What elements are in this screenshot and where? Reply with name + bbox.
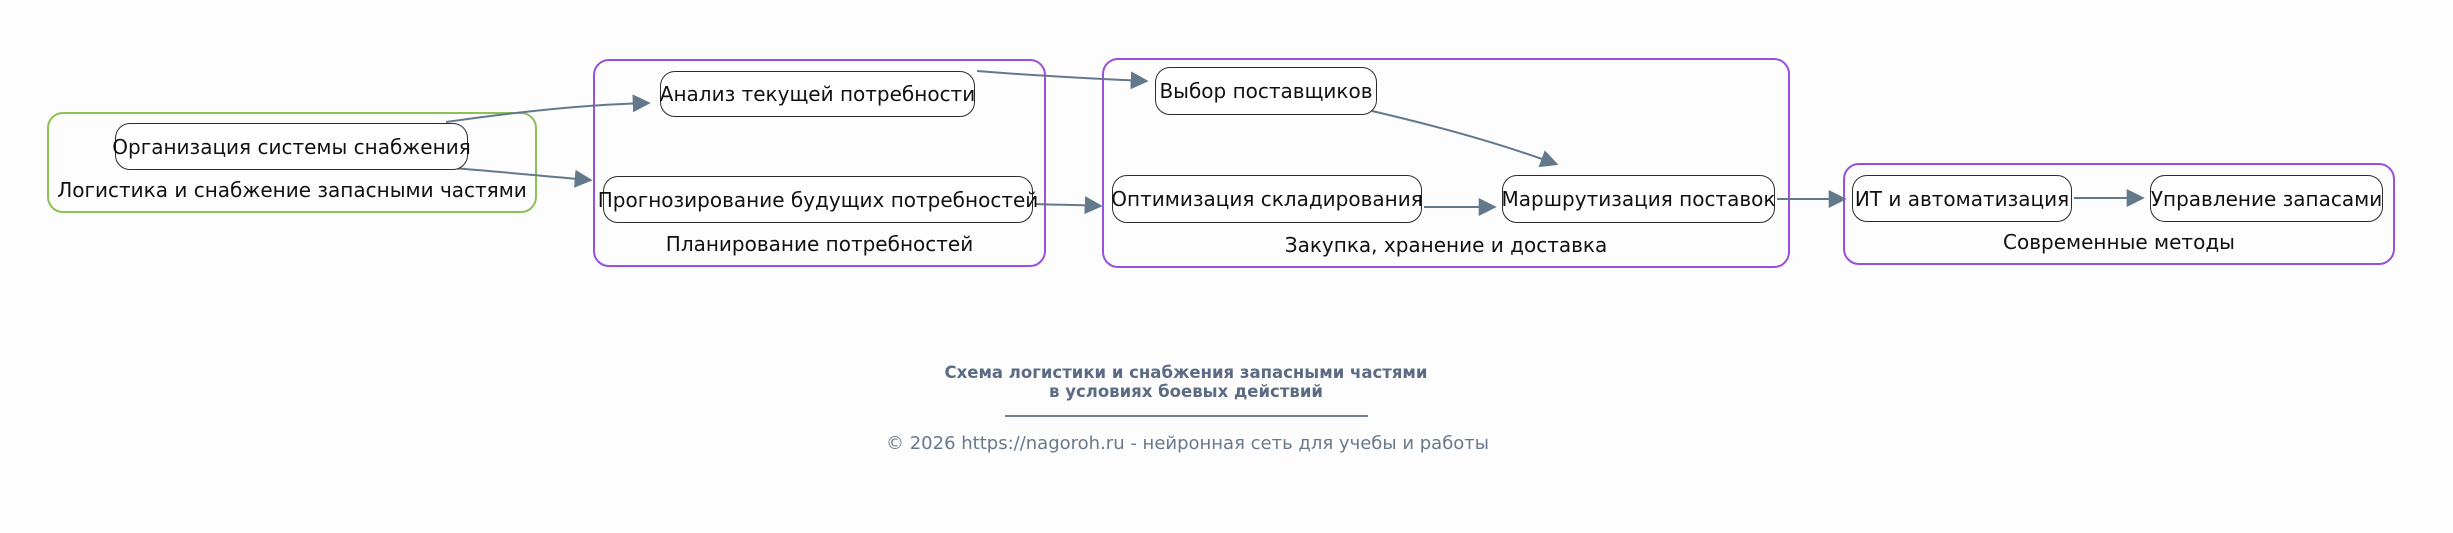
footer-title-line1: Схема логистики и снабжения запасными ча… — [944, 363, 1428, 382]
node-delivery-routing: Маршрутизация поставок — [1502, 175, 1775, 223]
group-modern-methods-label: Современные методы — [2003, 230, 2235, 254]
node-future-needs-forecast: Прогнозирование будущих потребностей — [598, 176, 1038, 223]
node-inventory-management: Управление запасами — [2150, 175, 2383, 222]
group-needs-planning-label: Планирование потребностей — [665, 232, 974, 256]
footer-title-line2: в условиях боевых действий — [1049, 382, 1323, 401]
group-procurement-storage-delivery: Закупка, хранение и доставка — [1102, 58, 1790, 268]
group-modern-methods: Современные методы — [1843, 163, 2395, 265]
edge-forecast-to-warehouse — [1034, 196, 1103, 215]
group-procurement-storage-delivery-label: Закупка, хранение и доставка — [1284, 233, 1608, 257]
node-warehouse-optimization: Оптимизация складирования — [1111, 175, 1423, 223]
footer-divider — [1004, 415, 1368, 417]
group-logistics: Логистика и снабжение запасными частями — [47, 112, 537, 213]
edge-org-to-analysis — [445, 94, 651, 123]
footer-copyright: © 2026 https://nagoroh.ru - нейронная се… — [886, 433, 1490, 454]
group-logistics-label: Логистика и снабжение запасными частями — [57, 178, 527, 202]
footer: Схема логистики и снабжения запасными ча… — [886, 363, 1490, 454]
node-supply-system-organization: Организация системы снабжения — [112, 123, 471, 170]
edge-suppliers-to-routing — [1371, 110, 1559, 168]
edge-org-to-forecast — [451, 167, 593, 188]
node-supplier-selection: Выбор поставщиков — [1155, 67, 1377, 115]
group-needs-planning: Планирование потребностей — [593, 59, 1046, 267]
edge-analysis-to-suppliers — [976, 70, 1149, 90]
node-it-automation: ИТ и автоматизация — [1852, 175, 2072, 222]
node-current-needs-analysis: Анализ текущей потребности — [660, 71, 975, 117]
